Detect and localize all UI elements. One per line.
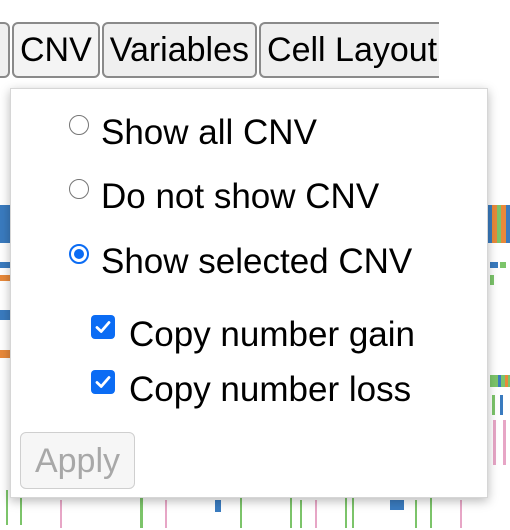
tab-bar: CNV Variables Cell Layout [0, 22, 510, 78]
cnv-dropdown-panel: Show all CNV Do not show CNV Show select… [10, 88, 488, 498]
apply-button[interactable]: Apply [20, 432, 135, 489]
option-label: Show selected CNV [101, 242, 413, 281]
tab-variables[interactable]: Variables [101, 22, 258, 78]
option-label: Do not show CNV [101, 177, 380, 216]
radio-button-checked[interactable] [69, 244, 89, 264]
radio-do-not-show-cnv[interactable]: Do not show CNV [69, 177, 379, 217]
checkmark-icon [95, 376, 111, 388]
checkbox-label: Copy number gain [129, 315, 415, 354]
radio-show-all-cnv[interactable]: Show all CNV [69, 113, 317, 153]
tab-previous-partial[interactable] [0, 22, 10, 78]
checkbox-copy-number-gain[interactable]: Copy number gain [91, 315, 415, 355]
tab-cnv[interactable]: CNV [12, 22, 100, 78]
radio-show-selected-cnv[interactable]: Show selected CNV [69, 242, 412, 282]
radio-button-unchecked[interactable] [69, 115, 89, 135]
checkbox-copy-number-loss[interactable]: Copy number loss [91, 370, 411, 410]
checkmark-icon [95, 321, 111, 333]
radio-button-unchecked[interactable] [69, 179, 89, 199]
checkbox-label: Copy number loss [129, 370, 412, 409]
tab-cell-layout[interactable]: Cell Layout [259, 22, 440, 78]
option-label: Show all CNV [101, 113, 317, 152]
checkbox-checked[interactable] [91, 315, 115, 339]
checkbox-checked[interactable] [91, 370, 115, 394]
